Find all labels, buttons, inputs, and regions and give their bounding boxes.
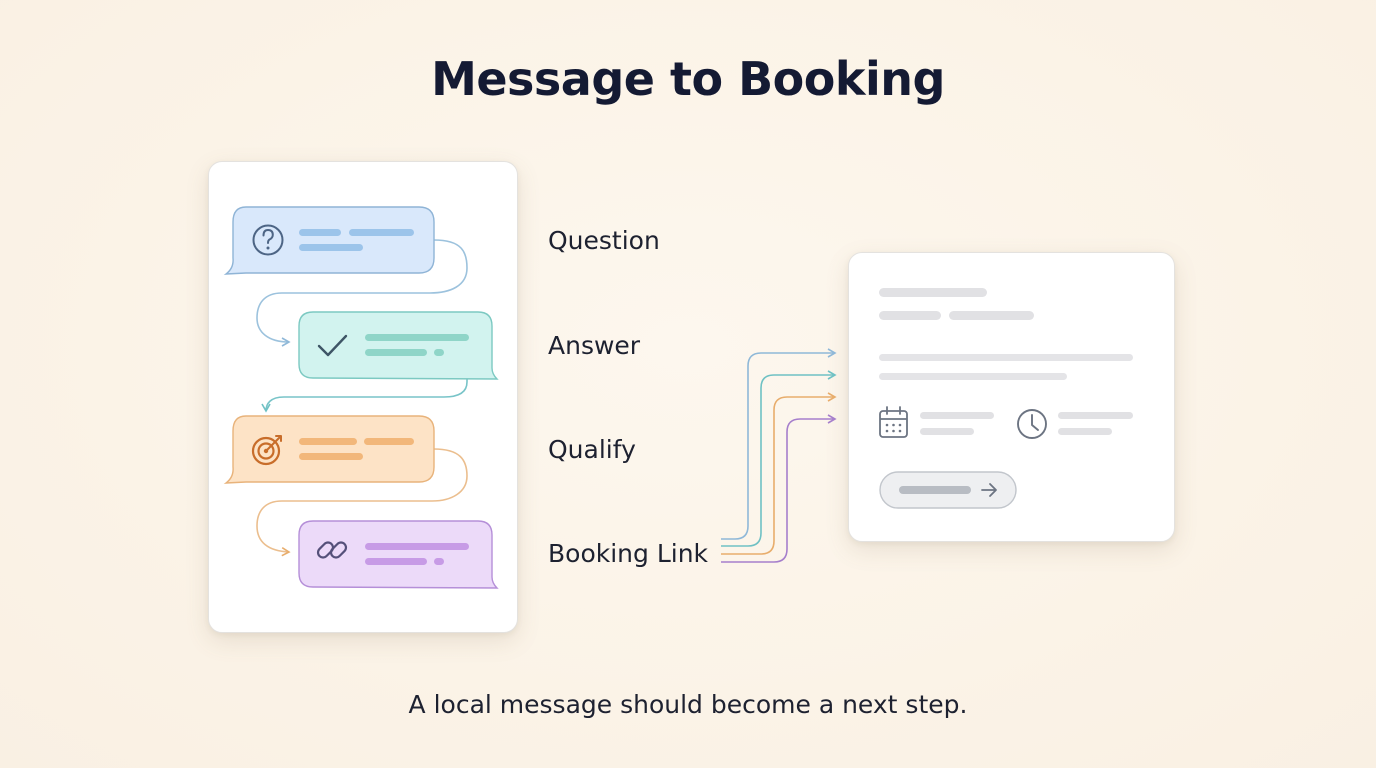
flow-arrow-teal <box>721 370 837 547</box>
chat-bubble-question <box>223 206 435 275</box>
connector-question-answer <box>256 239 468 347</box>
step-label-qualify: Qualify <box>548 435 636 464</box>
step-label-answer: Answer <box>548 331 641 360</box>
check-icon <box>317 334 348 357</box>
question-icon <box>252 224 284 256</box>
clock-icon <box>1017 409 1047 439</box>
step-label-booking-link: Booking Link <box>548 539 709 568</box>
connector-qualify-booking <box>256 448 468 557</box>
target-icon <box>251 435 282 466</box>
calendar-icon <box>879 406 908 438</box>
flow-arrow-orange <box>721 392 837 555</box>
flow-arrow-blue <box>721 348 837 540</box>
chat-bubble-qualify <box>223 415 435 484</box>
arrow-right-icon <box>981 483 997 497</box>
booking-button[interactable] <box>879 471 1017 509</box>
flow-arrow-purple <box>721 414 837 563</box>
booking-card-content <box>879 288 1133 439</box>
link-icon <box>316 541 348 559</box>
page-title: Message to Booking <box>431 52 945 106</box>
caption: A local message should become a next ste… <box>408 690 968 719</box>
step-label-question: Question <box>548 226 660 255</box>
chat-bubble-booking-link <box>298 520 499 589</box>
chat-bubble-answer <box>298 311 499 380</box>
